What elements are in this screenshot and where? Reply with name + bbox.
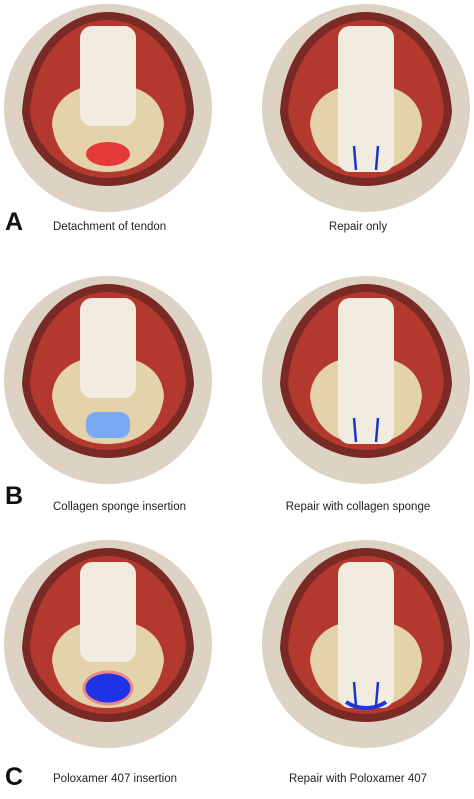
tendon — [80, 562, 136, 662]
poloxamer-gel — [82, 670, 134, 706]
poloxamer-gel — [344, 700, 388, 710]
caption-left-c: Poloxamer 407 insertion — [53, 773, 178, 785]
illustration-repair-with-poloxamer-407 — [262, 540, 470, 748]
row-label-b: B — [5, 482, 24, 510]
suture-lines — [352, 417, 380, 443]
illustration-poloxamer-407-insertion — [4, 540, 212, 748]
caption-right-c: Repair with Poloxamer 407 — [288, 773, 428, 785]
caption-right-b: Repair with collagen sponge — [285, 501, 431, 513]
repaired-tendon — [338, 26, 394, 172]
caption-left-b: Collagen sponge insertion — [53, 501, 186, 513]
repaired-tendon — [338, 298, 394, 444]
repaired-tendon — [338, 562, 394, 708]
illustration-repair-with-collagen-sponge — [262, 276, 470, 484]
detachment-lesion — [86, 142, 130, 166]
row-a: A Detachment of tendon Repair only — [0, 0, 474, 263]
suture-lines — [352, 145, 380, 171]
tendon — [80, 26, 136, 126]
illustration-detachment-of-tendon — [4, 4, 212, 212]
tendon — [80, 298, 136, 398]
illustration-repair-only — [262, 4, 470, 212]
row-c: C Poloxamer 407 insertion Repair with Po… — [0, 536, 474, 799]
caption-left-a: Detachment of tendon — [53, 221, 167, 233]
illustration-collagen-sponge-insertion — [4, 276, 212, 484]
row-label-c: C — [5, 763, 24, 791]
row-b: B Collagen sponge insertion Repair with … — [0, 272, 474, 535]
caption-right-a: Repair only — [328, 221, 388, 233]
row-label-a: A — [5, 208, 24, 236]
suture-lines — [352, 681, 380, 707]
collagen-sponge — [86, 412, 130, 438]
